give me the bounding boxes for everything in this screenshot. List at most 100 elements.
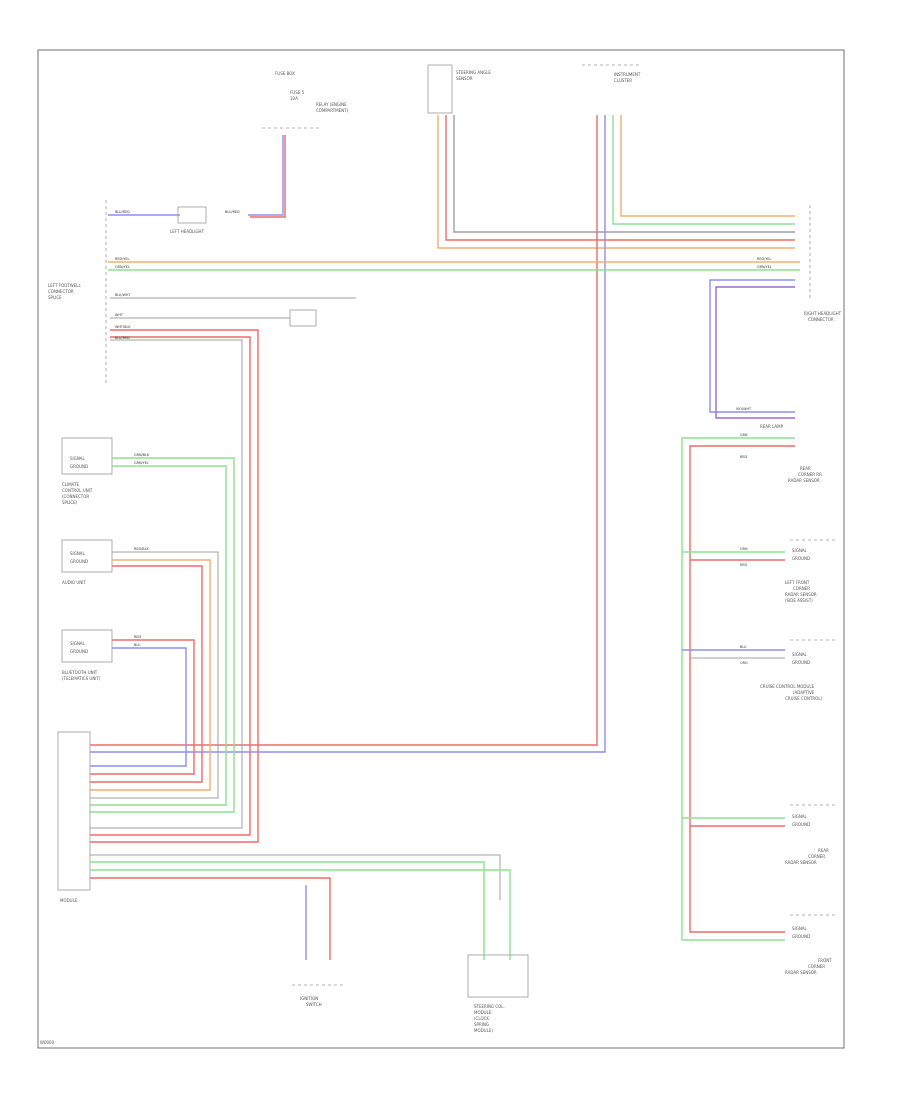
svg-text:STEERING COL.: STEERING COL.: [474, 1004, 505, 1009]
svg-text:CRUISE CONTROL MODULE: CRUISE CONTROL MODULE: [760, 684, 815, 689]
svg-text:SIGNAL: SIGNAL: [792, 548, 808, 553]
svg-text:COMPARTMENT): COMPARTMENT): [316, 108, 349, 113]
svg-text:CORNER: CORNER: [793, 586, 810, 591]
svg-text:REAR: REAR: [800, 466, 811, 471]
svg-text:RADAR SENSOR: RADAR SENSOR: [788, 478, 820, 483]
svg-text:REAR LAMP: REAR LAMP: [760, 424, 784, 429]
svg-text:(TELEMATICS UNIT): (TELEMATICS UNIT): [62, 676, 101, 681]
svg-text:SIGNAL: SIGNAL: [792, 926, 808, 931]
svg-text:GRN: GRN: [740, 547, 748, 551]
svg-text:SIGNAL: SIGNAL: [70, 456, 86, 461]
svg-text:CLUSTER: CLUSTER: [614, 78, 632, 83]
svg-text:(CLOCK: (CLOCK: [474, 1016, 489, 1021]
right-module-2: SIGNAL GROUND LEFT FRONT CORNER RADAR SE…: [785, 539, 838, 603]
svg-text:RED: RED: [134, 635, 141, 639]
svg-text:(SIDE ASSIST): (SIDE ASSIST): [785, 598, 813, 603]
svg-text:RADAR SENSOR: RADAR SENSOR: [785, 592, 817, 597]
right-module-1: REAR CORNER RR RADAR SENSOR: [788, 466, 822, 483]
svg-text:SPRING: SPRING: [474, 1022, 489, 1027]
right-headlight-connector: RIGHT HEADLIGHT CONNECTOR: [804, 205, 842, 322]
svg-text:GROUND: GROUND: [70, 464, 88, 469]
svg-text:GRN/YEL: GRN/YEL: [134, 461, 149, 465]
fuse-box: FUSE BOX FUSE 5 10A RELAY (ENGINE COMPAR…: [262, 71, 349, 129]
svg-text:BLK/WHT: BLK/WHT: [115, 293, 131, 297]
svg-text:IGNITION: IGNITION: [300, 996, 318, 1001]
svg-text:VIO/WHT: VIO/WHT: [736, 407, 752, 411]
left-footwell-splice: LEFT FOOTWELL CONNECTOR SPLICE: [48, 200, 107, 385]
svg-text:RIGHT HEADLIGHT: RIGHT HEADLIGHT: [804, 311, 842, 316]
steering-column-module: STEERING COL. MODULE (CLOCK SPRING MODUL…: [467, 954, 529, 1033]
svg-text:RED/YEL: RED/YEL: [757, 257, 771, 261]
svg-text:SPLICE): SPLICE): [62, 500, 78, 505]
svg-text:CORNER: CORNER: [808, 964, 825, 969]
svg-text:RELAY (ENGINE: RELAY (ENGINE: [316, 102, 347, 107]
svg-text:LEFT FRONT: LEFT FRONT: [785, 580, 810, 585]
svg-text:BLU/RED: BLU/RED: [225, 210, 240, 214]
svg-text:MODULE: MODULE: [474, 1010, 492, 1015]
svg-text:BLU: BLU: [740, 645, 747, 649]
svg-text:MODULE): MODULE): [474, 1028, 493, 1033]
diagram-frame: [37, 49, 845, 1049]
right-module-3: SIGNAL GROUND CRUISE CONTROL MODULE (ADA…: [760, 639, 838, 701]
svg-text:RED/YEL: RED/YEL: [115, 257, 129, 261]
svg-text:GROUND: GROUND: [70, 649, 88, 654]
svg-text:BLU/RED: BLU/RED: [115, 210, 130, 214]
svg-text:BLUETOOTH UNIT: BLUETOOTH UNIT: [62, 670, 98, 675]
svg-text:GROUND: GROUND: [792, 934, 810, 939]
svg-text:BLU/RED: BLU/RED: [115, 336, 130, 340]
svg-text:FRONT: FRONT: [818, 958, 832, 963]
module-b: SIGNAL GROUND AUDIO UNIT: [61, 539, 113, 585]
svg-text:CORNER RR: CORNER RR: [798, 472, 822, 477]
svg-text:SIGNAL: SIGNAL: [70, 641, 86, 646]
svg-text:SWITCH: SWITCH: [306, 1002, 322, 1007]
instrument-cluster: INSTRUMENT CLUSTER: [582, 64, 641, 83]
svg-text:SIGNAL: SIGNAL: [792, 814, 808, 819]
svg-text:LEFT HEADLIGHT: LEFT HEADLIGHT: [170, 229, 205, 234]
svg-text:RED: RED: [740, 455, 747, 459]
svg-text:CONNECTOR: CONNECTOR: [808, 317, 834, 322]
svg-text:SENSOR: SENSOR: [456, 76, 473, 81]
svg-text:10A: 10A: [290, 96, 298, 101]
right-module-4: SIGNAL GROUND REAR CORNER RADAR SENSOR: [785, 804, 838, 865]
svg-text:REAR: REAR: [818, 848, 829, 853]
svg-text:FUSE 5: FUSE 5: [290, 90, 305, 95]
svg-text:RADAR SENSOR: RADAR SENSOR: [785, 860, 817, 865]
svg-text:CLIMATE: CLIMATE: [62, 482, 80, 487]
svg-text:AUDIO UNIT: AUDIO UNIT: [62, 580, 86, 585]
svg-text:GROUND: GROUND: [70, 559, 88, 564]
svg-text:MODULE: MODULE: [60, 898, 78, 903]
svg-text:GRN/BLK: GRN/BLK: [134, 453, 150, 457]
svg-text:GROUND: GROUND: [792, 660, 810, 665]
svg-text:CONNECTOR: CONNECTOR: [48, 289, 74, 294]
svg-text:LEFT FOOTWELL: LEFT FOOTWELL: [48, 283, 81, 288]
svg-text:WHT: WHT: [115, 313, 124, 317]
main-module: MODULE: [57, 731, 91, 903]
svg-text:INSTRUMENT: INSTRUMENT: [614, 72, 641, 77]
svg-text:WHT/BLK: WHT/BLK: [115, 325, 131, 329]
svg-text:SIGNAL: SIGNAL: [792, 652, 808, 657]
fuse-box-label: FUSE BOX: [275, 71, 295, 76]
svg-text:(ADAPTIVE: (ADAPTIVE: [793, 690, 815, 695]
svg-text:(CONNECTOR: (CONNECTOR: [62, 494, 89, 499]
svg-text:CRUISE CONTROL): CRUISE CONTROL): [785, 696, 823, 701]
ignition-switch: IGNITION SWITCH: [292, 984, 345, 1007]
svg-text:RADAR SENSOR: RADAR SENSOR: [785, 970, 817, 975]
svg-text:RED/BLK: RED/BLK: [134, 547, 149, 551]
svg-text:ORG: ORG: [740, 661, 748, 665]
svg-text:GROUND: GROUND: [792, 822, 810, 827]
svg-text:GRN: GRN: [740, 433, 748, 437]
svg-text:CONTROL UNIT: CONTROL UNIT: [62, 488, 93, 493]
module-c: SIGNAL GROUND BLUETOOTH UNIT (TELEMATICS…: [61, 629, 113, 681]
right-module-5: SIGNAL GROUND FRONT CORNER RADAR SENSOR: [785, 914, 838, 975]
svg-text:GRN/YEL: GRN/YEL: [115, 265, 130, 269]
module-a: SIGNAL GROUND CLIMATE CONTROL UNIT (CONN…: [61, 437, 113, 505]
steering-angle-sensor: STEERING ANGLE SENSOR: [427, 64, 491, 114]
svg-text:GRN/YEL: GRN/YEL: [757, 265, 772, 269]
svg-text:SIGNAL: SIGNAL: [70, 551, 86, 556]
svg-text:GROUND: GROUND: [792, 556, 810, 561]
svg-text:CORNER: CORNER: [808, 854, 825, 859]
svg-text:RED: RED: [740, 563, 747, 567]
page-code: W0000: [40, 1040, 55, 1045]
svg-text:BLU: BLU: [134, 643, 141, 647]
